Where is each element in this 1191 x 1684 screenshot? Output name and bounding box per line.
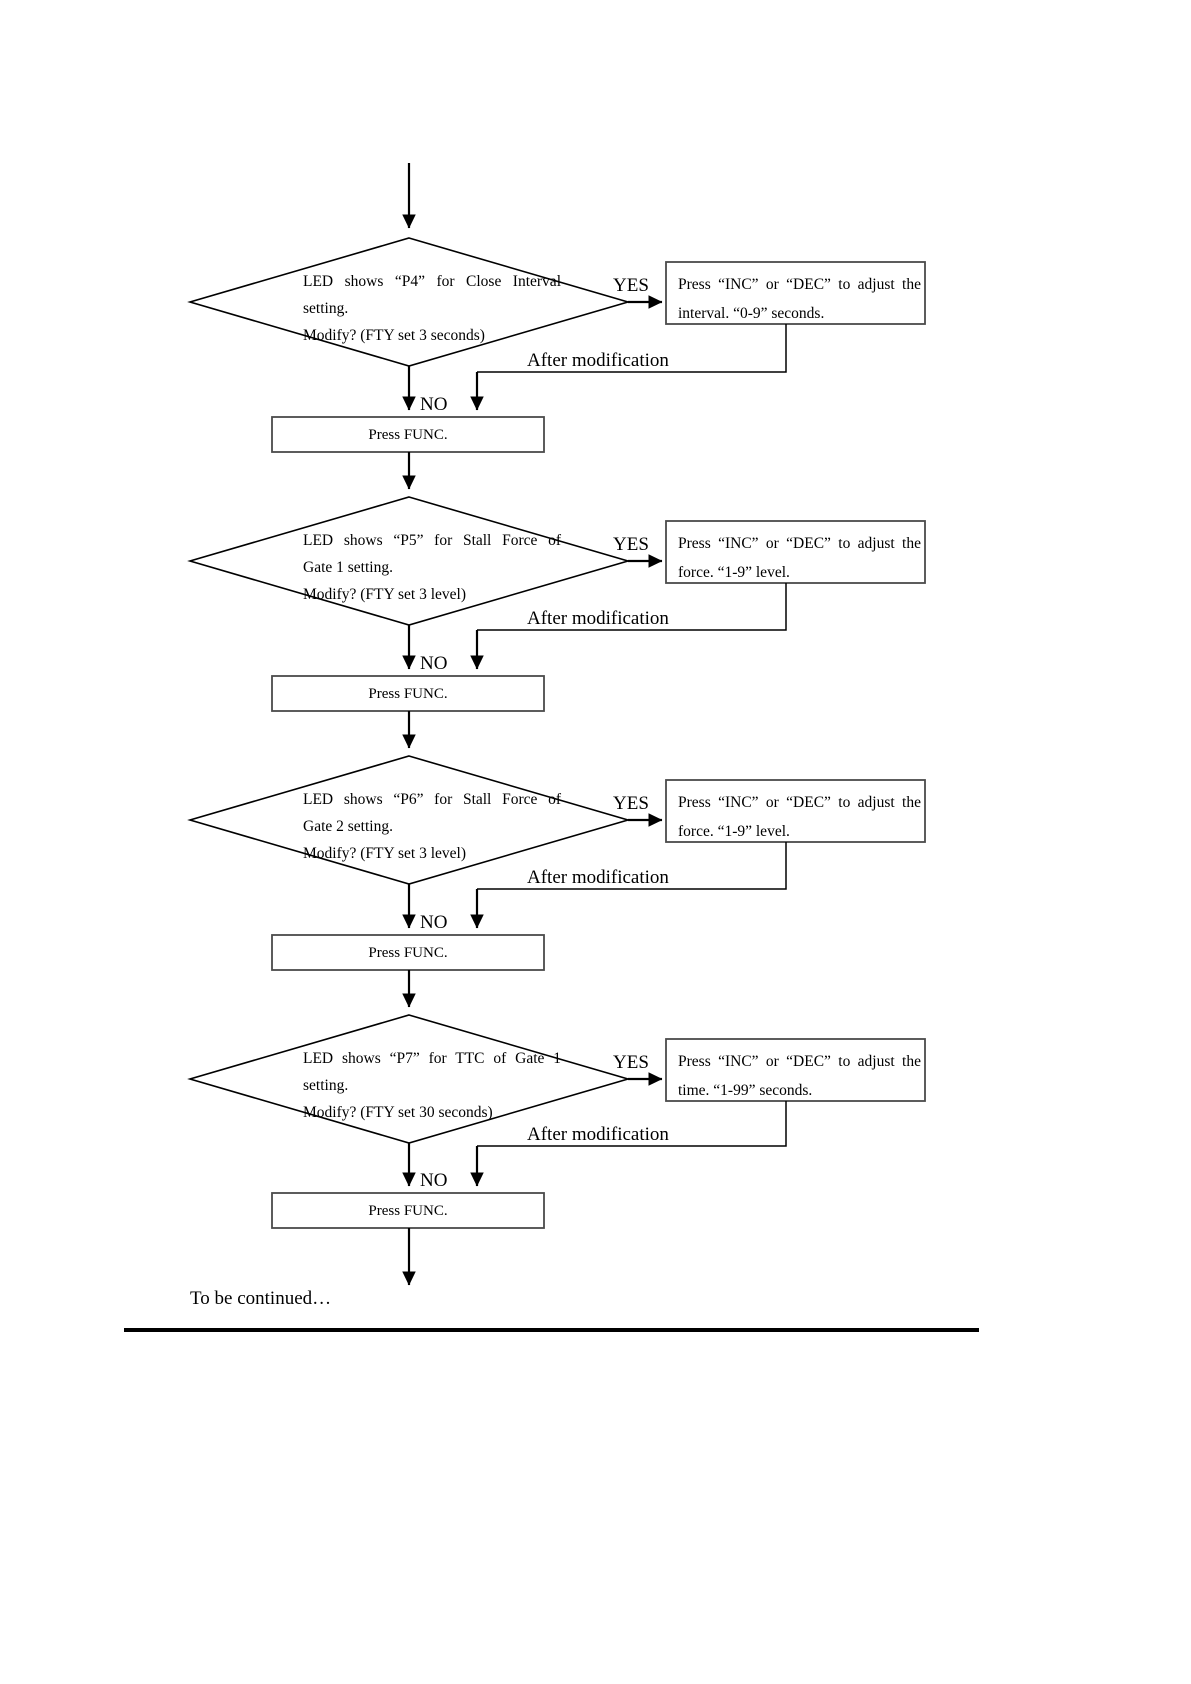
after-modification-path-2	[477, 583, 787, 631]
footer-divider	[124, 1328, 979, 1332]
func-label-1: Press FUNC.	[368, 427, 448, 443]
after-modification-path-3	[477, 842, 787, 890]
decision-p4-line3: Modify? (FTY set 3 seconds)	[303, 327, 485, 344]
process-p6-text: Press “INC” or “DEC” to adjust the force…	[678, 788, 925, 846]
process-p7-text: Press “INC” or “DEC” to adjust the time.…	[678, 1047, 925, 1105]
after-modification-label-3: After modification	[527, 867, 669, 888]
func-box-2	[271, 675, 545, 712]
decision-p4-text: LED shows “P4” for Close Interval settin…	[303, 268, 603, 349]
no-label-3: NO	[420, 912, 448, 933]
decision-p7-line1: LED shows “P7” for TTC of Gate 1	[303, 1050, 561, 1067]
func-label-4: Press FUNC.	[368, 1203, 448, 1219]
decision-p6-line3: Modify? (FTY set 3 level)	[303, 845, 466, 862]
process-p5-box	[665, 520, 926, 584]
no-label-2: NO	[420, 653, 448, 674]
decision-p6-line2: Gate 2 setting.	[303, 818, 393, 835]
decision-p4-line2: setting.	[303, 300, 349, 317]
after-modification-label-4: After modification	[527, 1124, 669, 1145]
func-label-2: Press FUNC.	[368, 686, 448, 702]
process-p4-line1: Press “INC” or “DEC” to adjust the	[678, 276, 921, 293]
func-label-3: Press FUNC.	[368, 945, 448, 961]
yes-label-3: YES	[613, 793, 649, 814]
yes-label-1: YES	[613, 275, 649, 296]
process-p7-line2: time. “1-99” seconds.	[678, 1082, 813, 1099]
process-p6-line2: force. “1-9” level.	[678, 823, 790, 840]
process-p4-text: Press “INC” or “DEC” to adjust the inter…	[678, 270, 925, 328]
process-p6-line1: Press “INC” or “DEC” to adjust the	[678, 794, 921, 811]
decision-p6-line1: LED shows “P6” for Stall Force of	[303, 791, 561, 808]
yes-label-2: YES	[613, 534, 649, 555]
no-label-4: NO	[420, 1170, 448, 1191]
no-label-1: NO	[420, 394, 448, 415]
process-p4-box	[665, 261, 926, 325]
func-box-1	[271, 416, 545, 453]
process-p7-box	[665, 1038, 926, 1102]
process-p6-box	[665, 779, 926, 843]
decision-p6-text: LED shows “P6” for Stall Force of Gate 2…	[303, 786, 603, 867]
process-p7-line1: Press “INC” or “DEC” to adjust the	[678, 1053, 921, 1070]
decision-p5-line2: Gate 1 setting.	[303, 559, 393, 576]
func-box-4	[271, 1192, 545, 1229]
decision-p7-line2: setting.	[303, 1077, 349, 1094]
process-p5-text: Press “INC” or “DEC” to adjust the force…	[678, 529, 925, 587]
after-modification-label-1: After modification	[527, 350, 669, 371]
decision-p7-line3: Modify? (FTY set 30 seconds)	[303, 1104, 493, 1121]
decision-p5-line3: Modify? (FTY set 3 level)	[303, 586, 466, 603]
after-modification-path-1	[477, 324, 787, 373]
process-p4-line2: interval. “0-9” seconds.	[678, 305, 825, 322]
process-p5-line2: force. “1-9” level.	[678, 564, 790, 581]
decision-p7-text: LED shows “P7” for TTC of Gate 1 setting…	[303, 1045, 603, 1126]
after-modification-path-4	[477, 1101, 787, 1147]
process-p5-line1: Press “INC” or “DEC” to adjust the	[678, 535, 921, 552]
after-modification-label-2: After modification	[527, 608, 669, 629]
to-be-continued-note: To be continued…	[190, 1288, 332, 1309]
func-box-3	[271, 934, 545, 971]
yes-label-4: YES	[613, 1052, 649, 1073]
decision-p4-line1: LED shows “P4” for Close Interval	[303, 273, 561, 290]
decision-p5-line1: LED shows “P5” for Stall Force of	[303, 532, 561, 549]
decision-p5-text: LED shows “P5” for Stall Force of Gate 1…	[303, 527, 603, 608]
